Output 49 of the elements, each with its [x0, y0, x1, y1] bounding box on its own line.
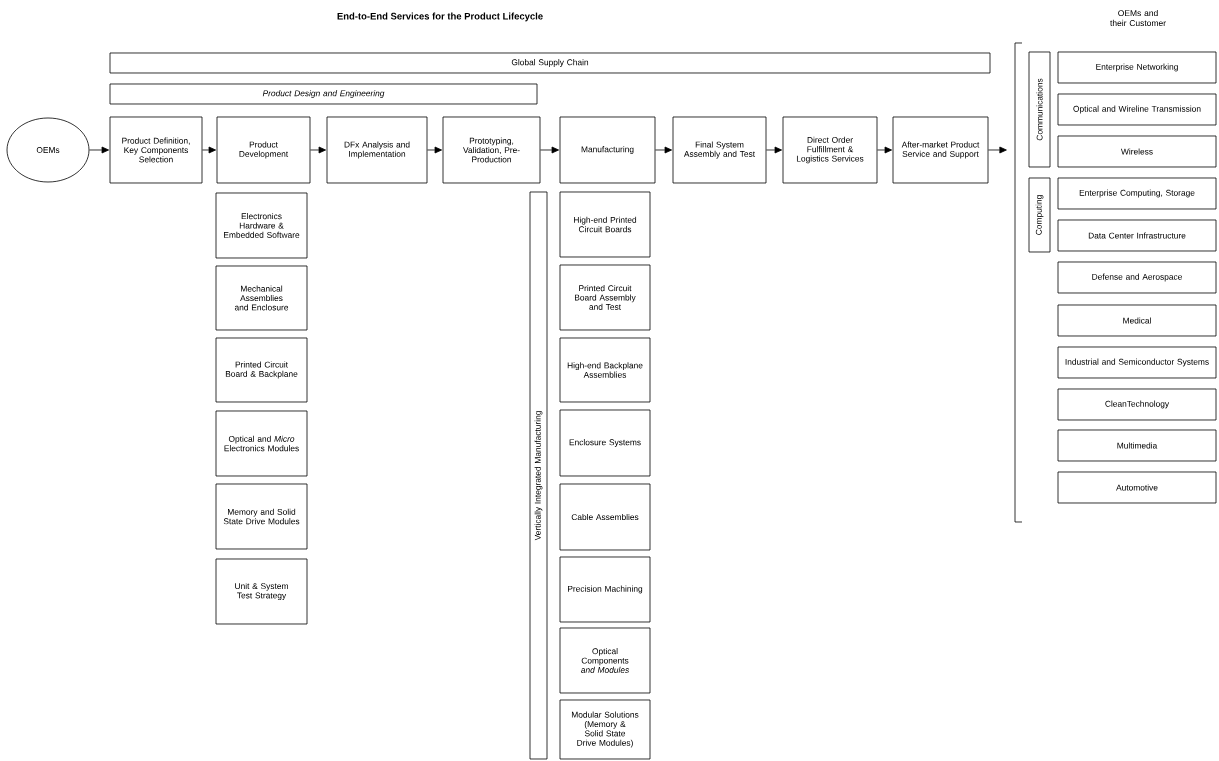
arrow — [766, 146, 782, 154]
capability-box: Memory and Solid State Drive Modules — [215, 483, 308, 550]
process-box: DFx Analysis and Implementation — [326, 116, 428, 184]
market-box: Defense and Aerospace — [1057, 261, 1217, 294]
service-band: Product Design and Engineering — [109, 83, 538, 105]
category-band: Communications — [1028, 51, 1051, 168]
arrow — [89, 146, 109, 154]
service-band: Global Supply Chain — [109, 52, 991, 74]
market-box: Enterprise Computing, Storage — [1057, 177, 1217, 210]
process-box: Final System Assembly and Test — [672, 116, 767, 184]
capability-box: Modular Solutions (Memory & Solid State Drive Modules) — [559, 699, 651, 760]
capability-box: Enclosure Systems — [559, 409, 651, 477]
category-band: Computing — [1028, 177, 1051, 253]
column-heading: OEMs and their Customer — [1110, 9, 1166, 27]
process-box: Product Development — [216, 116, 311, 184]
capability-box: High-end Backplane Assemblies — [559, 337, 651, 403]
process-box: Prototyping, Validation, Pre-Production — [442, 116, 541, 184]
market-box: Industrial and Semiconductor Systems — [1057, 346, 1217, 379]
arrow — [202, 146, 216, 154]
process-box: Manufacturing — [559, 116, 656, 184]
arrow — [427, 146, 442, 154]
market-box: Enterprise Networking — [1057, 51, 1217, 84]
process-box: After-market Product Service and Support — [892, 116, 989, 184]
arrow — [877, 146, 892, 154]
arrow — [310, 146, 326, 154]
capability-box: Optical and Micro Electronics Modules — [215, 410, 308, 477]
capability-box: Printed Circuit Board Assembly and Test — [559, 264, 651, 331]
process-box: Direct Order Fulfillment & Logistics Services — [782, 116, 878, 184]
capability-box: Optical Components and Modules — [559, 627, 651, 694]
capability-box: High-end Printed Circuit Boards — [559, 191, 651, 258]
capability-box: Printed Circuit Board & Backplane — [215, 337, 308, 403]
process-box: Product Definition, Key Components Selection — [109, 116, 203, 184]
capability-box: Cable Assemblies — [559, 483, 651, 551]
market-box: CleanTechnology — [1057, 388, 1217, 421]
capability-box: Precision Machining — [559, 556, 651, 623]
market-box: Medical — [1057, 304, 1217, 337]
capability-box: Electronics Hardware & Embedded Software — [215, 192, 308, 259]
market-box: Multimedia — [1057, 429, 1217, 462]
market-box: Data Center Infrastructure — [1057, 219, 1217, 252]
arrow — [540, 146, 559, 154]
capability-box: Mechanical Assemblies and Enclosure — [215, 265, 308, 331]
market-box: Automotive — [1057, 471, 1217, 504]
arrow — [988, 146, 1007, 154]
capability-box: Unit & System Test Strategy — [215, 558, 308, 625]
market-box: Optical and Wireline Transmission — [1057, 93, 1217, 126]
title: End-to-End Services for the Product Lifecycle — [337, 12, 543, 22]
arrow — [655, 146, 672, 154]
service-band: Vertically Integrated Manufacturing — [529, 191, 548, 760]
market-box: Wireless — [1057, 135, 1217, 168]
